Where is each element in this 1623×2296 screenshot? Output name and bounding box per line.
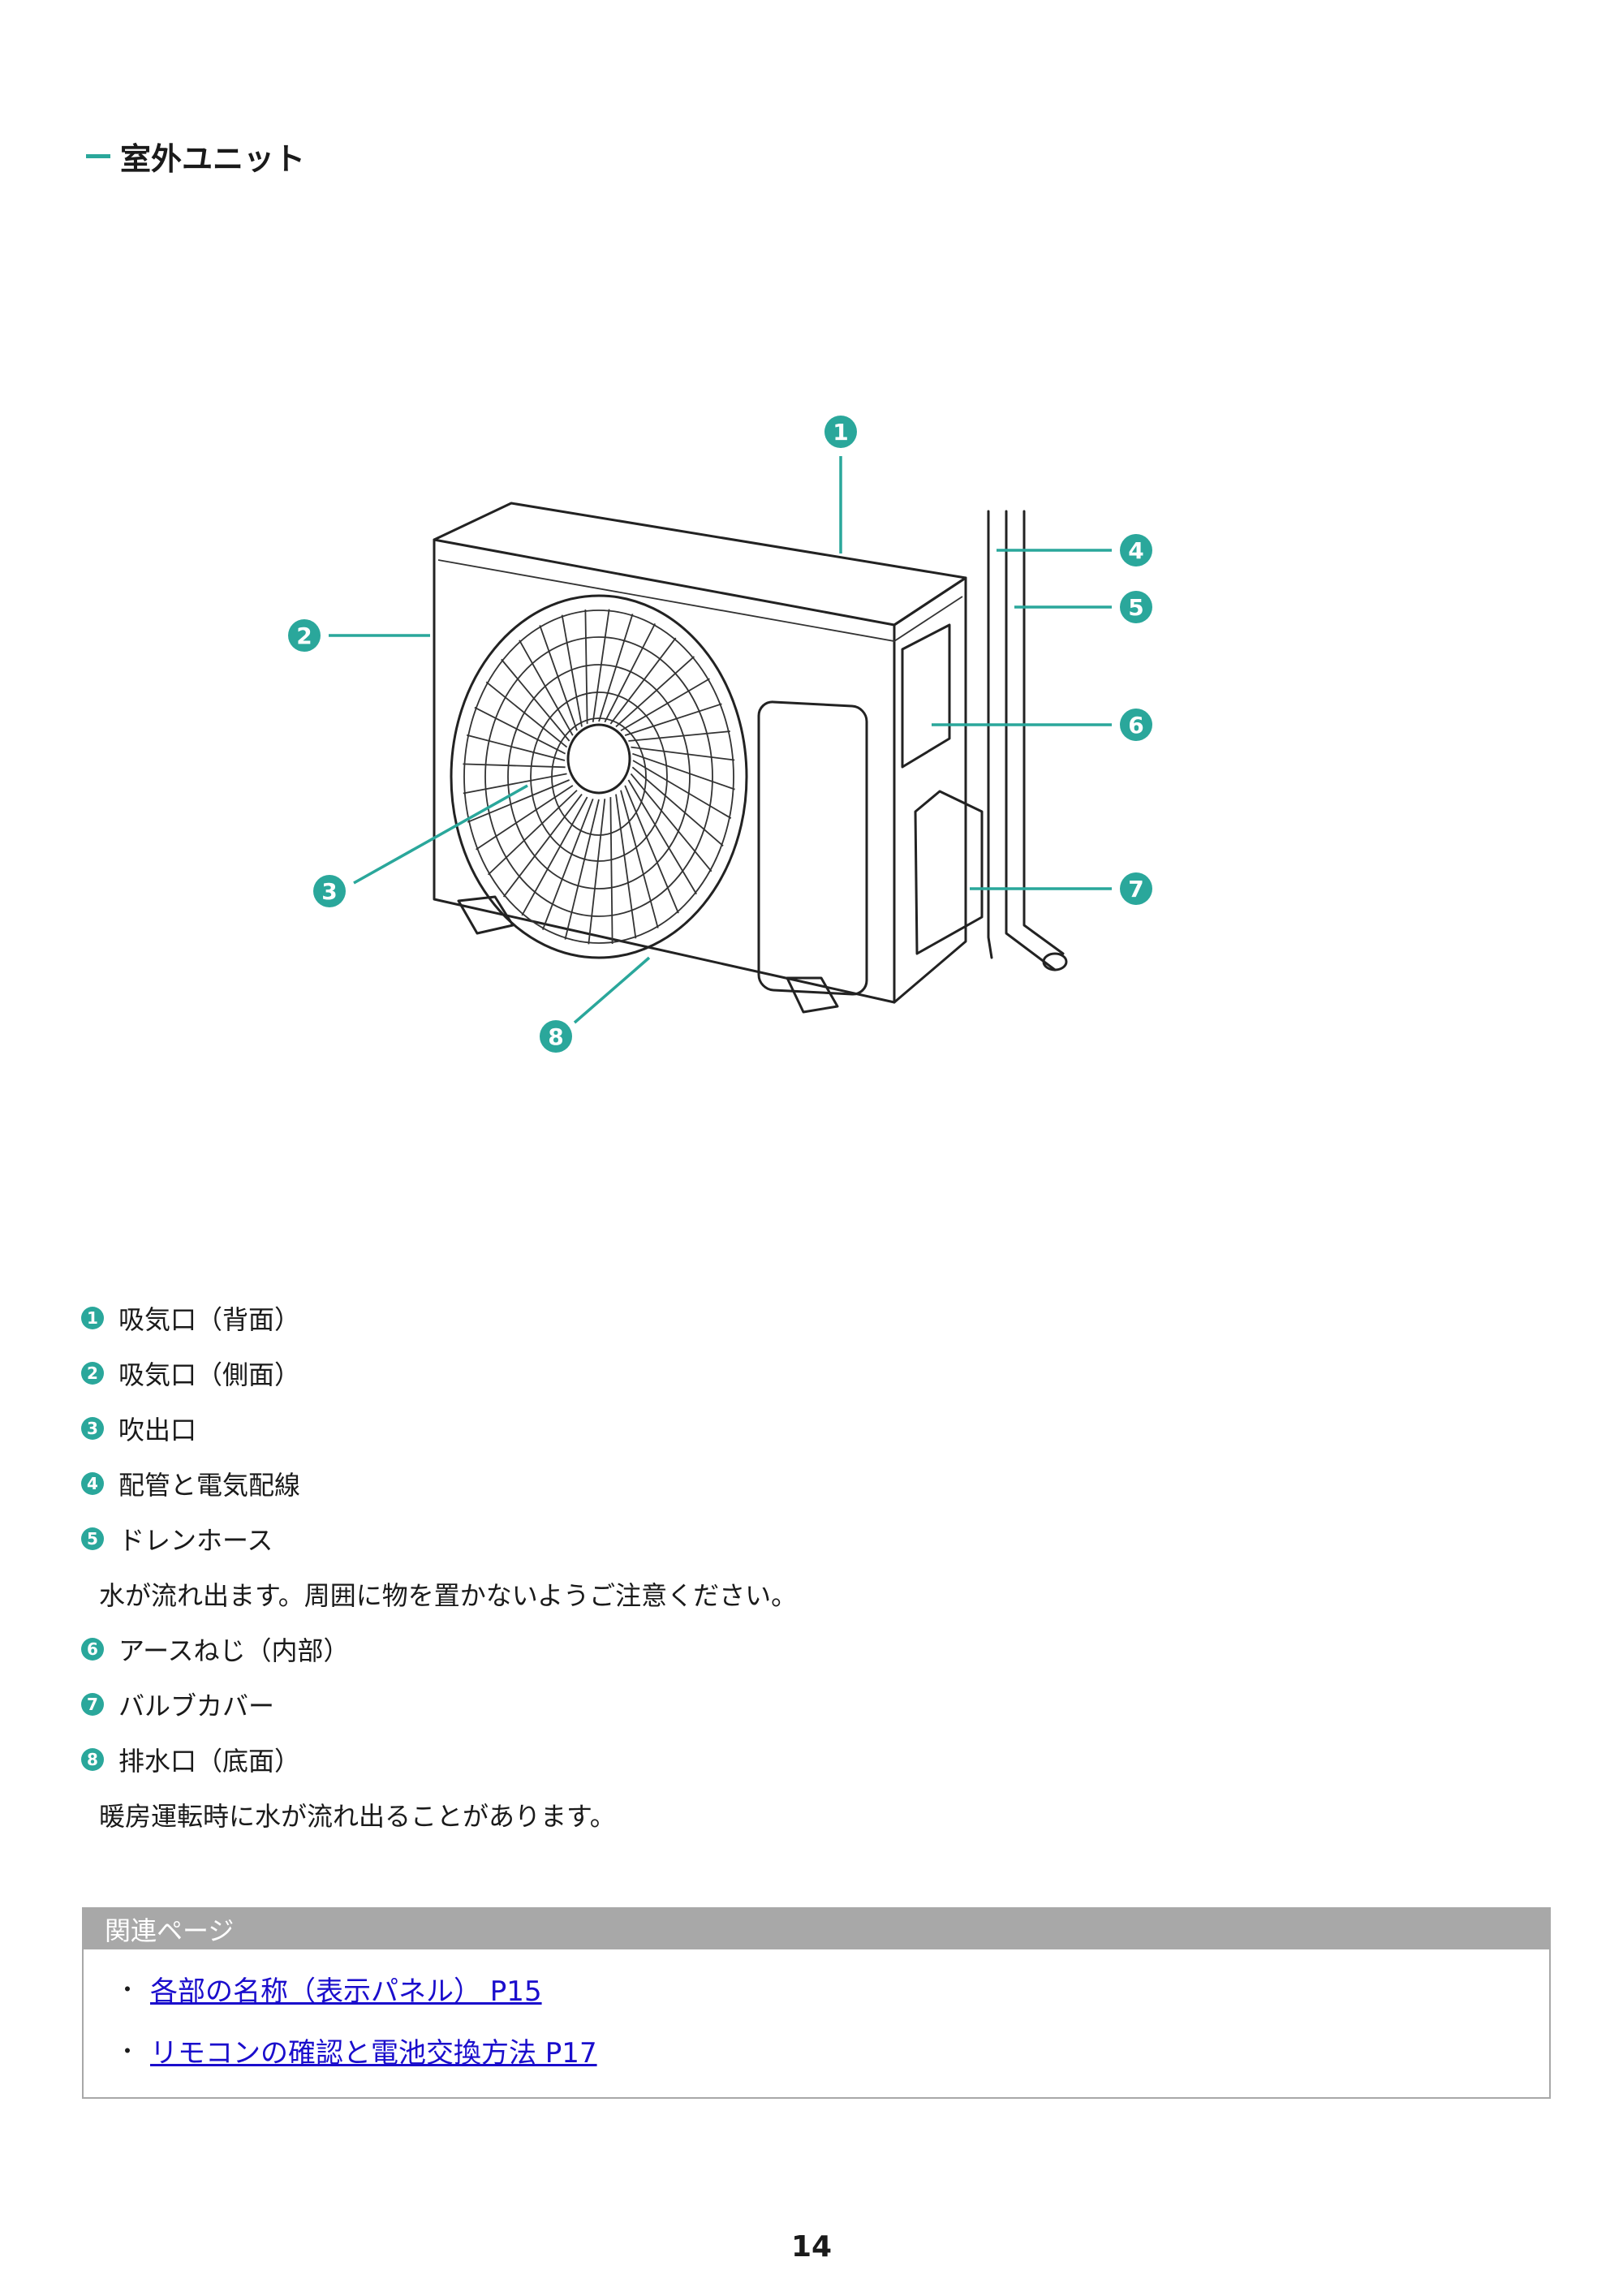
svg-text:5: 5 <box>1128 594 1143 621</box>
fan-spoke <box>609 797 613 944</box>
leader-line-3 <box>353 784 528 885</box>
fan-spoke <box>584 610 588 724</box>
part-item-2: 2 吸気口（側面） <box>81 1346 1542 1401</box>
svg-text:1: 1 <box>833 419 848 446</box>
fan-spoke <box>630 773 712 872</box>
fan-spoke <box>502 794 583 898</box>
part-item-4: 4 配管と電気配線 <box>81 1456 1542 1511</box>
svg-text:8: 8 <box>548 1023 563 1050</box>
fan-spoke <box>521 796 588 916</box>
parts-list: 1 吸気口（背面） 2 吸気口（側面） 3 吹出口 4 配管と電気配線 5 ドレ… <box>81 1290 1542 1842</box>
fan-spoke <box>620 790 659 928</box>
fan-spoke <box>564 799 600 940</box>
fan-grille <box>450 594 748 959</box>
outdoor-unit-diagram: 1 2 3 4 5 6 7 8 <box>288 416 1152 1053</box>
part-item-8: 8 排水口（底面） <box>81 1732 1542 1787</box>
part-item-6: 6 アースねじ（内部） <box>81 1622 1542 1677</box>
part-label: 吸気口（背面） <box>118 1304 301 1335</box>
related-pages-header: 関連ページ <box>84 1909 1549 1949</box>
fan-spoke <box>631 766 724 846</box>
outdoor-unit-illustration <box>433 502 1068 1014</box>
fan-spoke <box>592 609 610 722</box>
part-item-5: 5 ドレンホース <box>81 1511 1542 1566</box>
fan-spoke <box>463 763 566 769</box>
related-links-list: ・ 各部の名称（表示パネル） P15 ・ リモコンの確認と電池交換方法 P17 <box>84 1949 1549 2081</box>
fan-spoke <box>541 798 594 930</box>
fan-spoke <box>615 794 637 939</box>
fan-spoke <box>627 779 697 895</box>
related-pages-box: 関連ページ ・ 各部の名称（表示パネル） P15 ・ リモコンの確認と電池交換方… <box>82 1907 1551 2099</box>
svg-text:3: 3 <box>321 878 337 905</box>
part-item-7: 7 バルブカバー <box>81 1677 1542 1732</box>
fan-spoke <box>604 622 657 723</box>
part-note-8: 暖房運転時に水が流れ出ることがあります。 <box>99 1801 616 1832</box>
fan-spoke <box>598 614 634 722</box>
fan-spoke <box>561 614 583 727</box>
part-number-badge: 7 <box>81 1693 104 1716</box>
fan-spoke <box>615 656 695 728</box>
part-label: アースねじ（内部） <box>118 1635 350 1666</box>
fan-spoke <box>632 760 732 819</box>
bullet-icon: ・ <box>115 2038 139 2065</box>
part-number-badge: 5 <box>81 1527 104 1550</box>
fan-spoke <box>624 785 679 914</box>
related-link-display-panel[interactable]: 各部の名称（表示パネル） P15 <box>150 1975 542 2008</box>
fan-spoke <box>466 734 566 761</box>
fan-spoke <box>609 637 677 725</box>
title-dash-icon <box>86 154 110 158</box>
part-number-badge: 3 <box>81 1417 104 1440</box>
fan-spoke <box>463 773 567 795</box>
svg-text:7: 7 <box>1128 876 1143 902</box>
svg-text:6: 6 <box>1128 712 1143 739</box>
callout-marker-1: 1 <box>824 416 857 448</box>
part-label: 吹出口 <box>118 1415 197 1445</box>
fan-spoke <box>487 790 578 876</box>
callout-marker-4: 4 <box>1120 534 1152 566</box>
fan-spoke <box>474 706 566 755</box>
svg-text:4: 4 <box>1128 537 1143 564</box>
fan-spoke <box>539 625 578 731</box>
part-label: ドレンホース <box>118 1525 273 1556</box>
part-number-badge: 1 <box>81 1307 104 1329</box>
related-link-item: ・ リモコンの確認と電池交換方法 P17 <box>113 2019 1549 2081</box>
fan-spoke <box>624 703 722 737</box>
part-item-1: 1 吸気口（背面） <box>81 1290 1542 1346</box>
section-title: 室外ユニット <box>86 134 305 179</box>
part-label: 吸気口（側面） <box>118 1359 301 1390</box>
related-link-item: ・ 各部の名称（表示パネル） P15 <box>113 1958 1549 2019</box>
fan-spoke <box>501 658 570 742</box>
part-number-badge: 8 <box>81 1748 104 1771</box>
callout-marker-5: 5 <box>1120 591 1152 623</box>
fan-spoke <box>628 730 730 742</box>
part-label: 配管と電気配線 <box>118 1470 301 1501</box>
part-note-5: 水が流れ出ます。周囲に物を置かないようご注意ください。 <box>99 1580 798 1611</box>
svg-text:2: 2 <box>296 622 312 649</box>
part-item-3: 3 吹出口 <box>81 1401 1542 1456</box>
leader-line-8 <box>573 956 651 1024</box>
fan-spoke <box>519 640 574 736</box>
part-number-badge: 6 <box>81 1638 104 1661</box>
part-number-badge: 2 <box>81 1362 104 1385</box>
callout-marker-7: 7 <box>1120 872 1152 905</box>
part-label: バルブカバー <box>118 1691 275 1721</box>
callout-marker-3: 3 <box>313 875 346 907</box>
related-link-remote-battery[interactable]: リモコンの確認と電池交換方法 P17 <box>150 2036 597 2070</box>
callout-marker-2: 2 <box>288 619 321 652</box>
callout-marker-6: 6 <box>1120 709 1152 741</box>
fan-spoke <box>467 779 570 823</box>
fan-spoke <box>631 746 735 761</box>
page-number: 14 <box>790 2230 833 2264</box>
part-number-badge: 4 <box>81 1472 104 1495</box>
fan-spoke <box>476 785 574 851</box>
fan-spoke <box>485 681 568 748</box>
fan-spoke <box>632 752 735 790</box>
part-label: 排水口（底面） <box>118 1746 301 1777</box>
bullet-icon: ・ <box>115 1976 139 2003</box>
section-title-text: 室外ユニット <box>120 141 306 177</box>
fan-spoke <box>620 678 710 732</box>
callout-marker-8: 8 <box>540 1020 572 1053</box>
fan-spoke <box>588 799 606 945</box>
